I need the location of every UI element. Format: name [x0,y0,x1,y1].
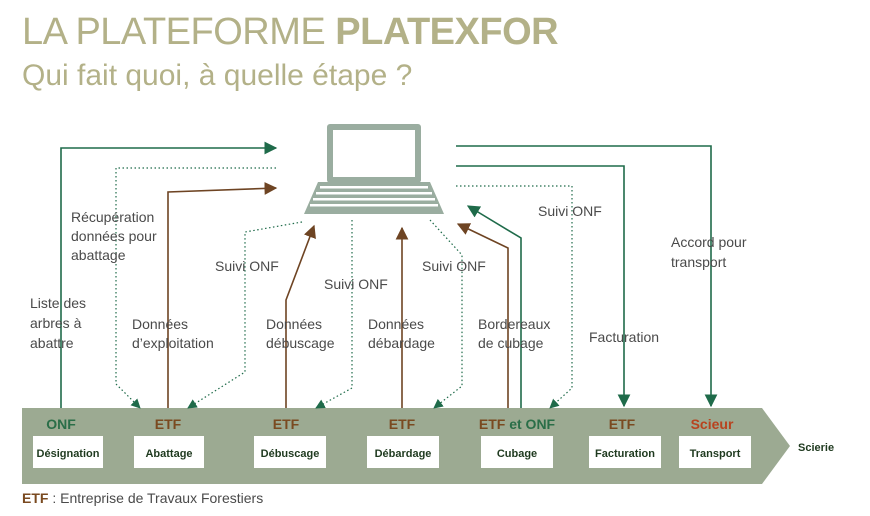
label-recuperation-line-1: Récupération [71,209,154,225]
label-donnees-debuscage: Données débuscage [266,316,335,351]
label-donnees-debardage: Données débardage [368,316,435,351]
legend-text: : Entreprise de Travaux Forestiers [48,490,264,506]
legend-footer: ETF : Entreprise de Travaux Forestiers [22,490,263,506]
stage-box-cubage: Cubage [481,436,553,468]
label-liste-line-1: Liste des [30,295,86,311]
label-suivi-3-line-1: Suivi ONF [422,258,486,274]
label-exploitation-line-1: Données [132,316,188,332]
label-suivi-onf-2: Suivi ONF [324,276,388,292]
page-subtitle: Qui fait quoi, à quelle étape ? [22,59,413,92]
stage-box-designation: Désignation [33,436,103,468]
arrow-liste-arbres [60,141,278,408]
label-suivi-2-line-1: Suivi ONF [324,276,388,292]
stage-box-debuscage-label: Débuscage [261,448,320,460]
stage-box-facturation-label: Facturation [595,448,655,460]
stage-actor-designation: ONF [46,416,76,432]
arrow-suivi-onf-3 [429,219,463,409]
label-accord-line-2: transport [671,254,726,270]
stage-actor-cubage-etf: ETF [479,416,506,432]
label-liste-line-2: arbres à [30,315,82,331]
label-recuperation-line-3: abattage [71,247,126,263]
arrow-suivi-onf-1 [187,221,303,409]
stage-actor-debuscage: ETF [273,416,300,432]
label-suivi-1-line-1: Suivi ONF [215,258,279,274]
stage-actor-cubage: ETF et ONF [479,416,556,432]
stage-actor-transport: Scieur [691,416,734,432]
arrow-suivi-onf-2 [315,220,353,409]
label-recuperation: Récupération données pour abattage [71,209,157,263]
legend-abbr: ETF [22,490,49,506]
page-title: LA PLATEFORME PLATEXFOR [22,10,559,54]
stage-actor-abattage: ETF [155,416,182,432]
label-debardage-line-1: Données [368,316,424,332]
stage-box-abattage-label: Abattage [145,448,192,460]
stage-actor-debardage: ETF [389,416,416,432]
label-suivi-onf-1: Suivi ONF [215,258,279,274]
arrow-bordereaux-cubage [456,223,509,408]
arrow-facturation [456,165,631,408]
label-accord-transport: Accord pour transport [671,234,747,270]
label-liste-arbres: Liste des arbres à abattre [30,295,86,351]
arrow-accord-transport [456,145,718,408]
stage-box-designation-label: Désignation [37,448,100,460]
stage-box-facturation: Facturation [589,436,661,468]
label-suivi-onf-3: Suivi ONF [422,258,486,274]
laptop-icon [304,124,444,214]
stage-actor-cubage-onf: et ONF [505,416,555,432]
stage-box-transport: Transport [679,436,751,468]
stage-box-transport-label: Transport [690,448,741,460]
label-donnees-exploitation: Données d’exploitation [132,316,214,351]
stage-box-debardage: Débardage [367,436,439,468]
arrow-cubage-up [466,205,522,408]
label-bordereaux-cubage: Bordereaux de cubage [478,316,550,351]
label-debuscage-line-2: débuscage [266,335,335,351]
stage-box-cubage-label: Cubage [497,448,537,460]
label-liste-line-3: abattre [30,335,74,351]
stage-box-debuscage: Débuscage [254,436,326,468]
title-light: LA PLATEFORME [22,11,326,53]
arrow-donnees-debuscage [285,224,316,408]
label-suivi-4-line-1: Suivi ONF [538,203,602,219]
stage-box-abattage: Abattage [134,436,204,468]
label-bordereaux-line-1: Bordereaux [478,316,550,332]
arrow-recuperation [115,167,276,409]
stage-box-debardage-label: Débardage [375,448,432,460]
label-exploitation-line-2: d’exploitation [132,335,214,351]
label-debuscage-line-1: Données [266,316,322,332]
label-bordereaux-line-2: de cubage [478,335,544,351]
label-recuperation-line-2: données pour [71,228,157,244]
label-suivi-onf-4: Suivi ONF [538,203,602,219]
end-label-scierie: Scierie [798,442,834,454]
title-bold: PLATEXFOR [335,11,559,53]
arrow-donnees-exploitation [167,182,278,408]
label-debardage-line-2: débardage [368,335,435,351]
label-facturation-line-1: Facturation [589,329,659,345]
arrow-suivi-onf-4 [456,185,573,409]
label-facturation: Facturation [589,329,659,345]
label-accord-line-1: Accord pour [671,234,747,250]
stage-actor-facturation: ETF [609,416,636,432]
